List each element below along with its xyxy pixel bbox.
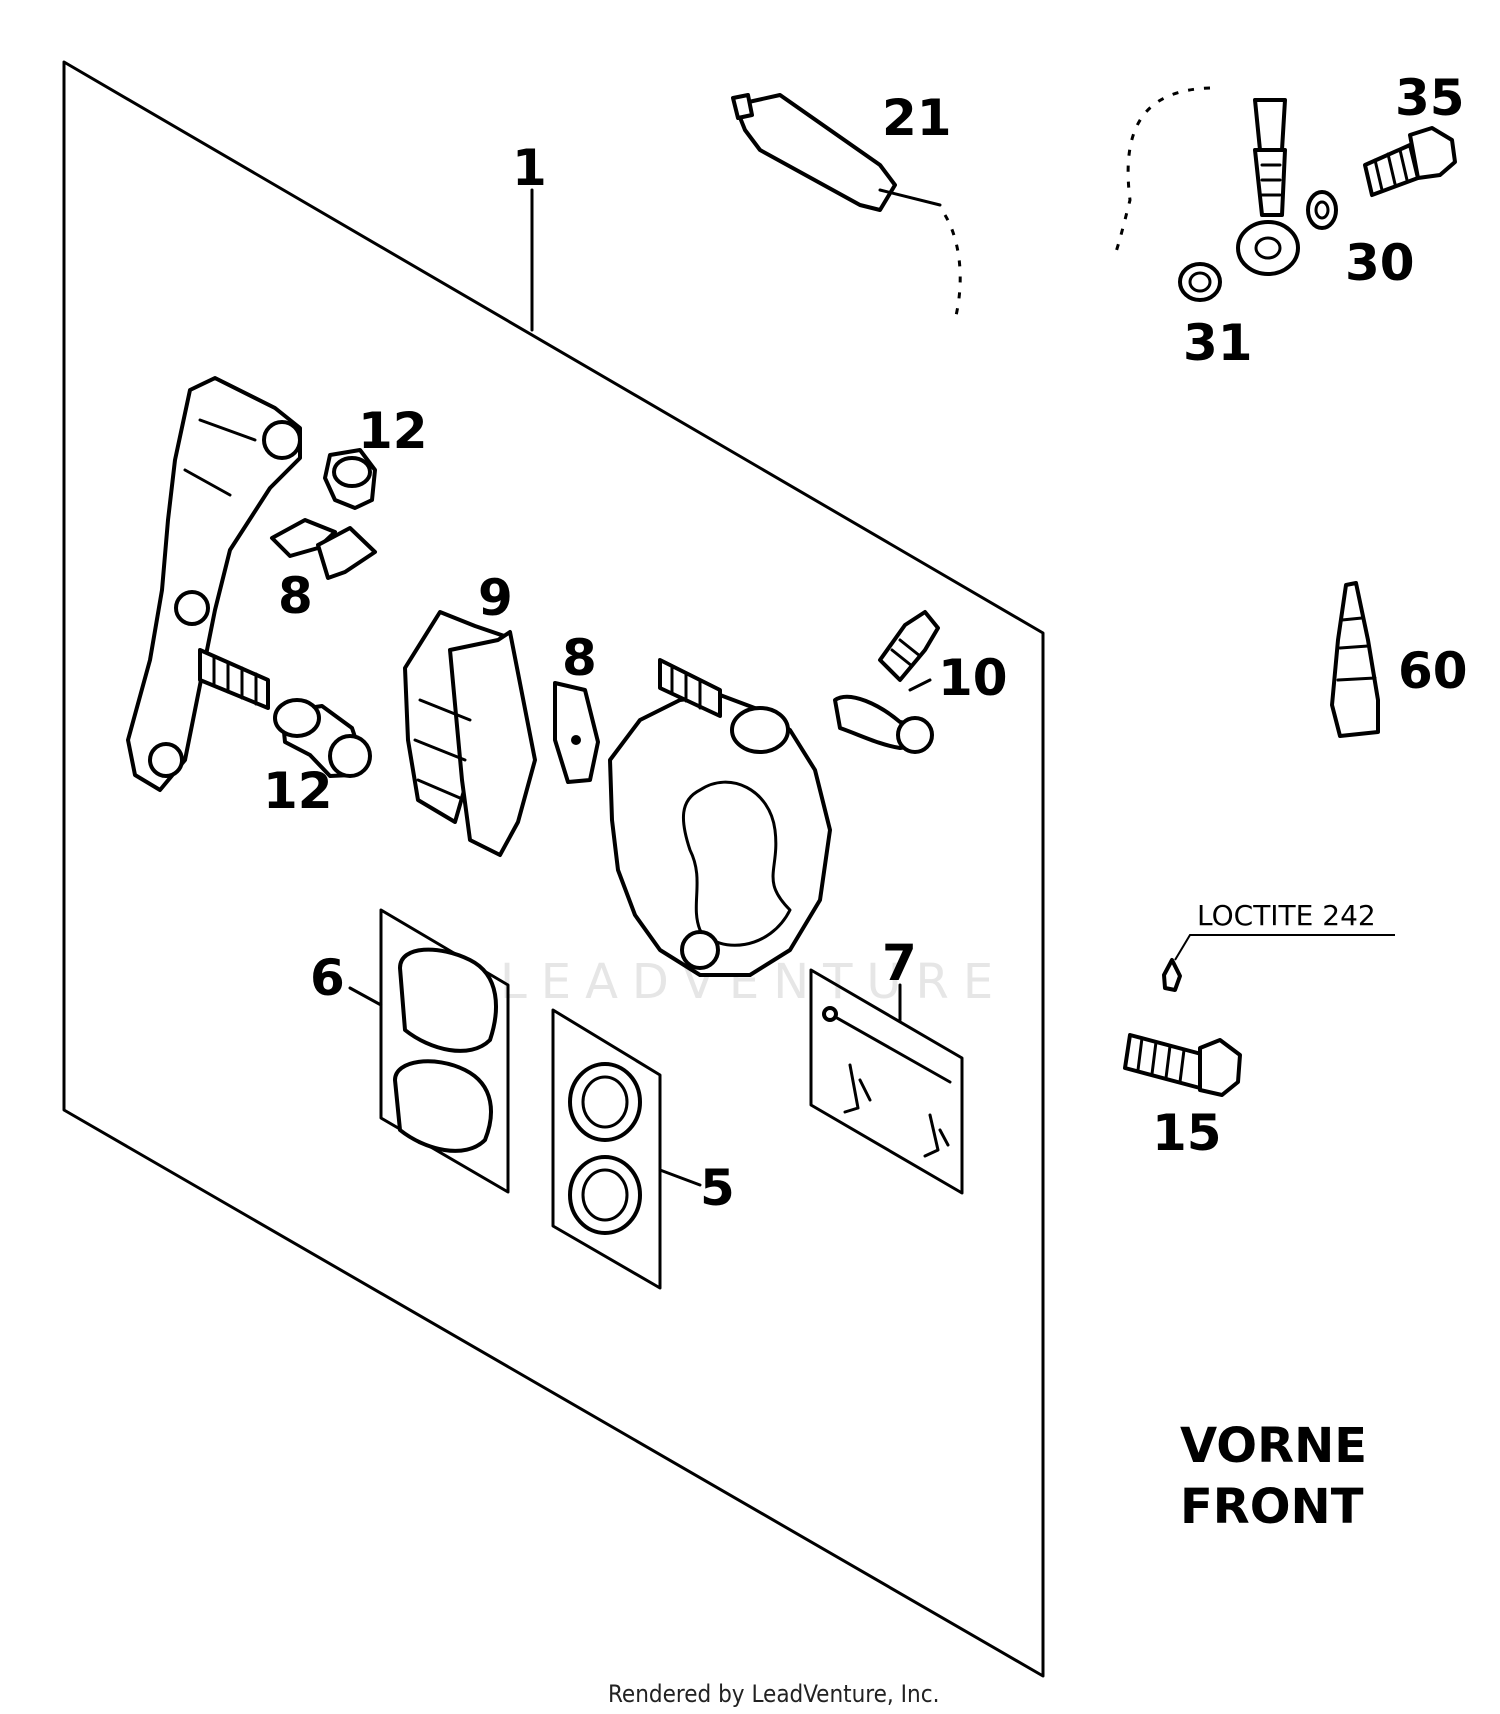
callout-12-upper: 12 xyxy=(358,402,428,460)
callout-6: 6 xyxy=(310,949,345,1007)
loctite-note: LOCTITE 242 xyxy=(1197,899,1376,932)
brake-pads xyxy=(403,610,537,857)
pad-spring-lower xyxy=(553,681,600,784)
leader-10 xyxy=(908,678,932,692)
pin-kit xyxy=(809,968,964,1195)
callout-8-upper: 8 xyxy=(278,567,313,625)
callout-60: 60 xyxy=(1398,642,1468,700)
leader-loctite xyxy=(1174,934,1395,961)
callout-5: 5 xyxy=(700,1159,735,1217)
region-label-front: FRONT xyxy=(1180,1479,1364,1535)
rubber-boot xyxy=(323,448,377,510)
brake-line-dash xyxy=(1113,86,1211,256)
seal-kit xyxy=(551,1008,662,1290)
washer-31 xyxy=(1178,262,1222,302)
kit-board xyxy=(62,60,1045,1678)
callout-31: 31 xyxy=(1183,314,1253,372)
leader-5 xyxy=(658,1168,702,1187)
callout-35: 35 xyxy=(1395,69,1465,127)
callout-10: 10 xyxy=(938,649,1008,707)
brake-line-dash-21 xyxy=(943,214,962,321)
callout-12-lower: 12 xyxy=(263,762,333,820)
guide-pin xyxy=(198,648,372,778)
callout-9: 9 xyxy=(478,569,513,627)
bleeder-screw xyxy=(878,610,940,682)
banjo-bolt-35 xyxy=(1363,126,1457,197)
piston-kit xyxy=(379,908,510,1194)
caliper-bracket xyxy=(126,376,302,792)
brake-line-fitting xyxy=(731,93,942,212)
callout-30: 30 xyxy=(1345,234,1415,292)
mounting-bolt xyxy=(1123,1033,1242,1097)
callout-7: 7 xyxy=(882,934,917,992)
fluid-bottle xyxy=(1330,581,1380,738)
callout-8-lower: 8 xyxy=(562,629,597,687)
brake-hose-banjo xyxy=(1236,98,1300,276)
callout-15: 15 xyxy=(1152,1104,1222,1162)
footer-credit: Rendered by LeadVenture, Inc. xyxy=(608,1680,939,1708)
bleeder-cap xyxy=(833,694,934,754)
loctite-drop xyxy=(1162,958,1182,992)
pad-spring-upper xyxy=(270,518,377,580)
region-label-vorne: VORNE xyxy=(1180,1418,1367,1474)
callout-21: 21 xyxy=(882,89,952,147)
caliper-body xyxy=(608,658,832,977)
callout-1: 1 xyxy=(512,139,547,197)
leader-6 xyxy=(348,986,383,1007)
washer-30 xyxy=(1306,190,1338,230)
